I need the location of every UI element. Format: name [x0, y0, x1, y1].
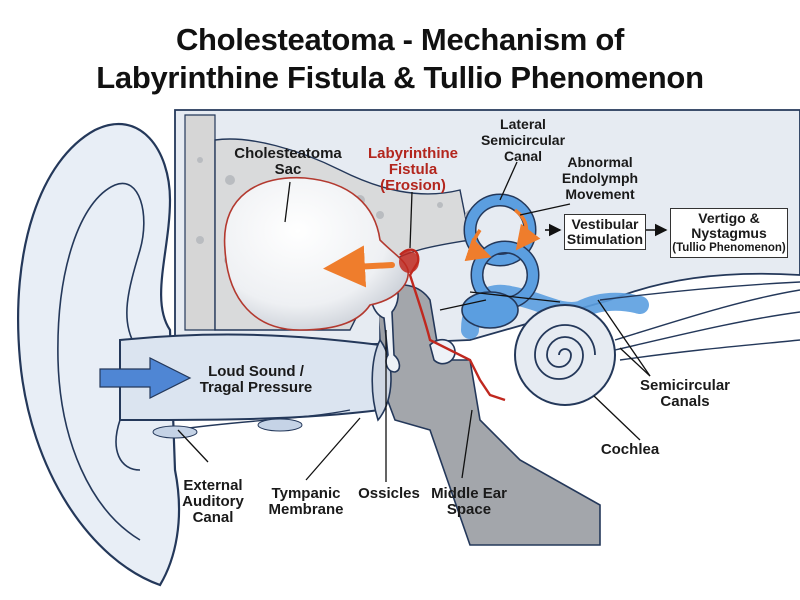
endolymph-label: Abnormal Endolymph Movement [561, 154, 639, 202]
endolymph-arrow-1 [464, 229, 492, 262]
fistula-site [399, 251, 419, 273]
cholesteatoma-sac-label: Cholesteatoma Sac [234, 145, 342, 178]
tympanic-membrane-label: Tympanic Membrane [268, 485, 344, 518]
fistula-label: Labyrinthine Fistula (Erosion) [367, 145, 458, 194]
cochlea-shape [514, 304, 616, 406]
sound-arrow [99, 357, 192, 399]
semicircular-canals-label: Semicircular Canals [639, 377, 731, 410]
middle-ear-label: Middle Ear Space [431, 485, 507, 518]
pressure-arrow [323, 245, 395, 288]
ear-canal [119, 333, 381, 439]
auricle [17, 123, 181, 587]
lateral-canal-label: Lateral Semicircular Canal [480, 116, 566, 164]
ossicles-label: Ossicles [358, 485, 420, 502]
vestibular-stimulation-box: Vestibular Stimulation [564, 214, 646, 250]
cochlea-label: Cochlea [600, 441, 660, 458]
title-line-1: Cholesteatoma - Mechanism of [175, 22, 625, 57]
fistula-erosion-line [399, 248, 506, 402]
loud-sound-label: Loud Sound / Tragal Pressure [199, 363, 313, 396]
leader-lines [177, 161, 651, 482]
title-line-2: Labyrinthine Fistula & Tullio Phenomenon [96, 60, 704, 95]
vestibulocochlear-nerve [599, 281, 800, 361]
endolymph-arrow-2 [513, 208, 541, 251]
vertigo-box: Vertigo & Nystagmus (Tullio Phenomenon) [670, 208, 788, 258]
external-canal-label: External Auditory Canal [182, 477, 244, 526]
